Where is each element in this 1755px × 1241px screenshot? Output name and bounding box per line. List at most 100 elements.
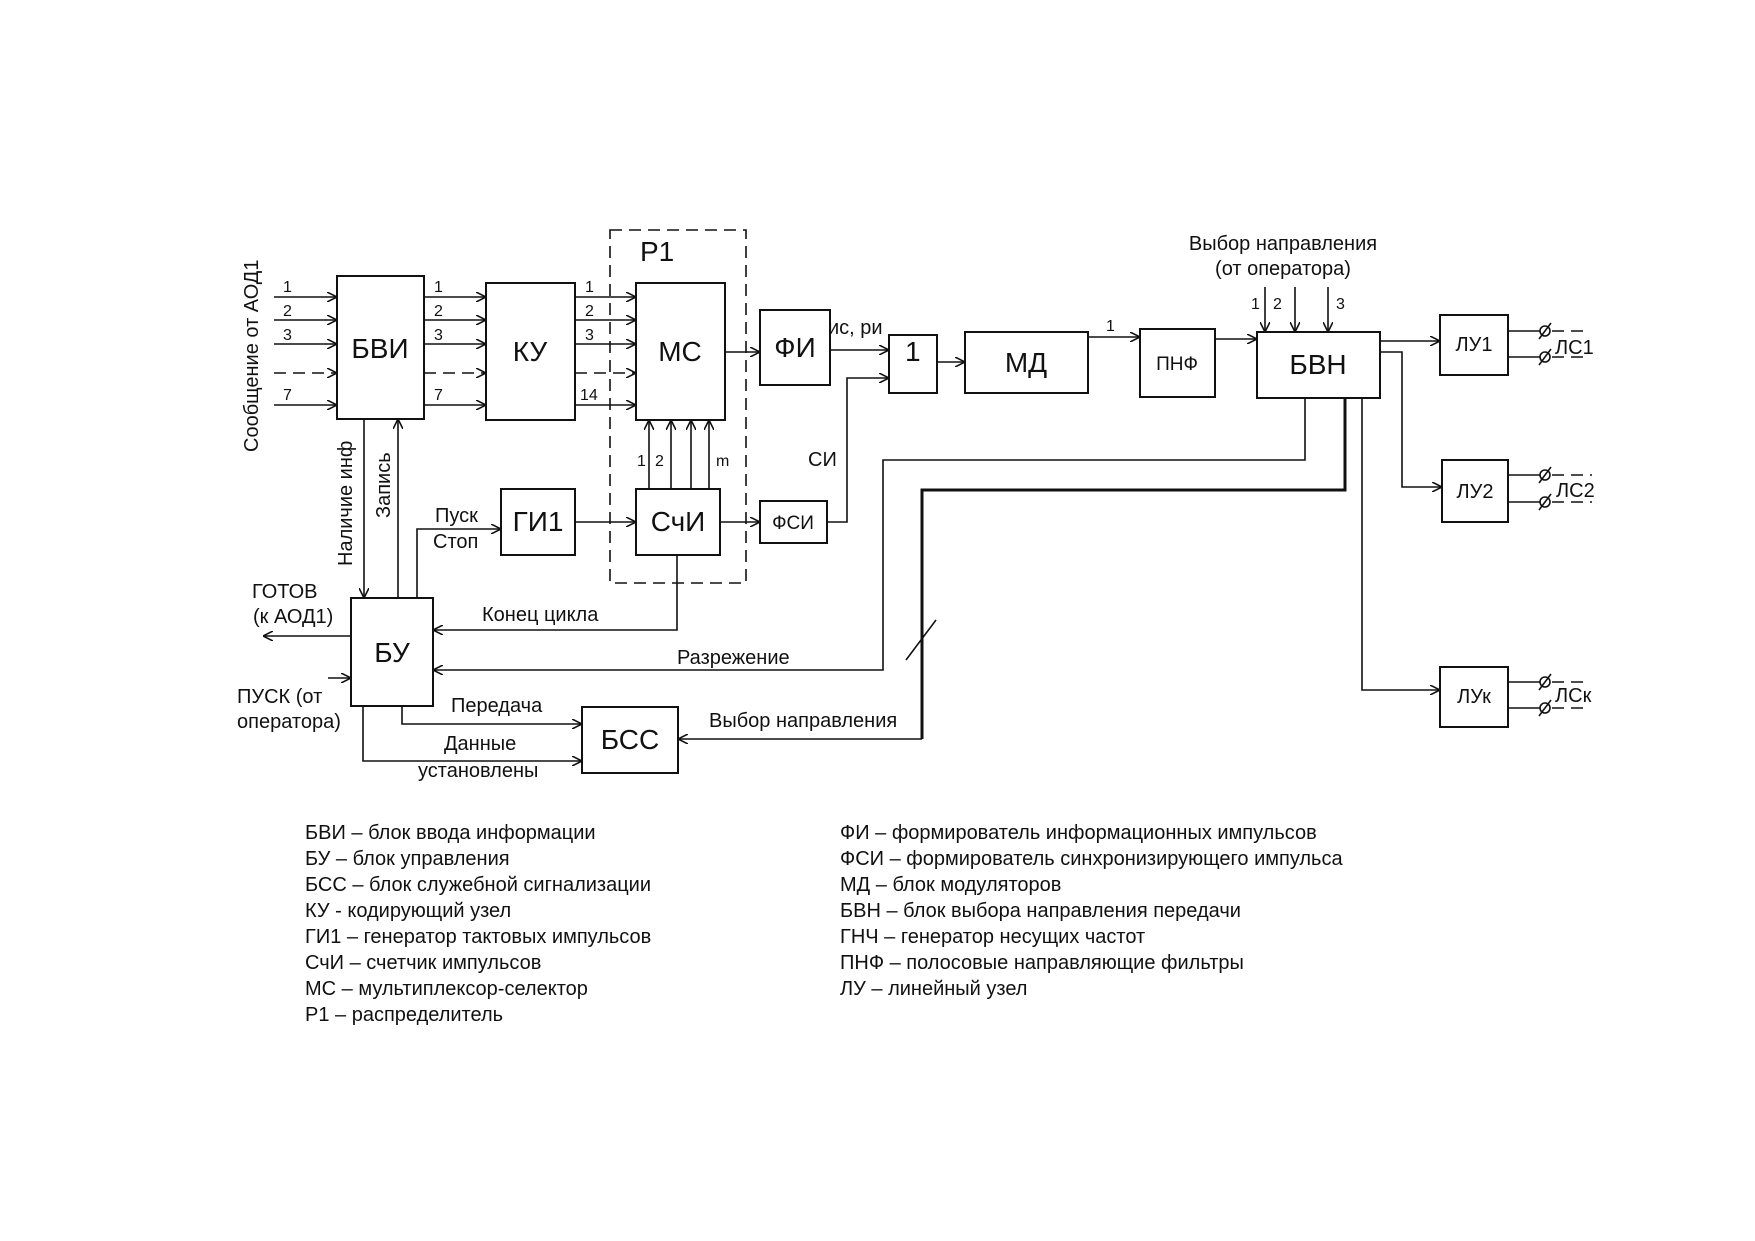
lu1-terminal-a <box>1539 325 1551 337</box>
lu1-terminal-b <box>1539 351 1551 363</box>
pusk-op-label-2: оператора) <box>237 711 341 733</box>
dannye-line <box>362 706 582 761</box>
block-fi: ФИ <box>759 309 831 386</box>
block-schi-label: СчИ <box>651 506 706 537</box>
vybor-top-line1: Выбор направления <box>1189 233 1377 255</box>
legend-item: КУ - кодирующий узел <box>305 900 512 922</box>
legend-item: СчИ – счетчик импульсов <box>305 952 542 974</box>
block-lu2: ЛУ2 <box>1441 459 1509 523</box>
vybor-bss-label: Выбор направления <box>709 710 897 732</box>
ls2-label: ЛС2 <box>1556 480 1595 502</box>
peredacha-label: Передача <box>451 695 543 717</box>
block-or-label: 1 <box>905 336 921 367</box>
pusk-op-label-1: ПУСК (от <box>237 686 322 708</box>
r1-label: Р1 <box>640 236 674 267</box>
is-ri-label: ис, ри <box>828 317 883 339</box>
lu2-terminal-a <box>1539 469 1551 481</box>
num-v3: 3 <box>1336 296 1345 313</box>
legend-right: ФИ – формирователь информационных импуль… <box>840 820 1343 1002</box>
block-pnf: ПНФ <box>1139 328 1216 398</box>
num-o7: 7 <box>434 387 443 404</box>
r1-boundary <box>609 229 747 584</box>
gotov-label-1: ГОТОВ <box>252 581 317 603</box>
gotov-label-2: (к АОД1) <box>253 606 333 628</box>
block-lu1-label: ЛУ1 <box>1456 334 1493 356</box>
legend-item: ФИ – формирователь информационных импуль… <box>840 822 1317 844</box>
num-k2: 2 <box>585 303 594 320</box>
num-in2: 2 <box>283 303 292 320</box>
block-md: МД <box>964 331 1089 394</box>
legend-left: БВИ – блок ввода информации БУ – блок упр… <box>305 820 651 1028</box>
legend-item: БВИ – блок ввода информации <box>305 822 596 844</box>
vybor-bus <box>920 398 1347 739</box>
block-pnf-label: ПНФ <box>1156 354 1198 375</box>
block-bu-label: БУ <box>374 637 410 668</box>
num-md1: 1 <box>1106 318 1115 335</box>
block-bvn: БВН <box>1256 331 1381 399</box>
nalichie-label: Наличие инф <box>335 441 357 566</box>
block-schi: СчИ <box>635 488 721 556</box>
block-fsi-label: ФСИ <box>772 513 814 534</box>
bvn-luk-arrow <box>1361 398 1440 690</box>
legend-item: Р1 – распределитель <box>305 1004 504 1026</box>
si-label: СИ <box>808 449 837 471</box>
legend-item: ГНЧ – генератор несущих частот <box>840 926 1146 948</box>
num-in7: 7 <box>283 387 292 404</box>
legend-item: МД – блок модуляторов <box>840 874 1062 896</box>
legend-item: МС – мультиплексор-селектор <box>305 978 588 1000</box>
legend-item: БСС – блок служебной сигнализации <box>305 874 651 896</box>
konec-cikla-line <box>433 555 678 630</box>
ls1-label: ЛС1 <box>1555 337 1594 359</box>
bu-gi1-line <box>416 529 501 598</box>
num-c2: 2 <box>655 453 664 470</box>
block-luk-label: ЛУк <box>1457 686 1491 708</box>
block-gi1: ГИ1 <box>500 488 576 556</box>
num-k3: 3 <box>585 327 594 344</box>
lsk-label: ЛСк <box>1555 685 1592 707</box>
legend-item: ПНФ – полосовые направляющие фильтры <box>840 952 1244 974</box>
num-k1: 1 <box>585 279 594 296</box>
num-v2: 2 <box>1273 296 1282 313</box>
block-ms-label: МС <box>658 336 702 367</box>
legend-item: ГИ1 – генератор тактовых импульсов <box>305 926 652 948</box>
block-or: 1 <box>888 334 938 394</box>
dannye-label-2: установлены <box>418 760 538 782</box>
legend-item: ЛУ – линейный узел <box>840 978 1028 1000</box>
fsi-or-line <box>827 378 889 523</box>
zapis-label: Запись <box>373 452 395 518</box>
stop-label: Стоп <box>433 531 478 553</box>
block-lu1: ЛУ1 <box>1439 314 1509 376</box>
block-gi1-label: ГИ1 <box>513 506 564 537</box>
dannye-label-1: Данные <box>444 733 516 755</box>
bvn-lu2-arrow <box>1380 351 1442 487</box>
razr-label: Разрежение <box>677 647 790 669</box>
block-ku-label: КУ <box>513 336 548 367</box>
block-md-label: МД <box>1005 347 1047 378</box>
num-o2: 2 <box>434 303 443 320</box>
num-c1: 1 <box>637 453 646 470</box>
lu2-terminal-b <box>1539 496 1551 508</box>
legend-item: БУ – блок управления <box>305 848 510 870</box>
block-ku: КУ <box>485 282 576 421</box>
vybor-top-line2: (от оператора) <box>1215 258 1351 280</box>
peredacha-line <box>401 706 582 724</box>
source-label: Сообщение от АОД1 <box>241 260 263 452</box>
block-bu: БУ <box>350 597 434 707</box>
legend-item: БВН – блок выбора направления передачи <box>840 900 1241 922</box>
block-bvn-label: БВН <box>1289 349 1346 380</box>
block-bvi-label: БВИ <box>351 333 408 364</box>
num-cm: m <box>716 453 729 470</box>
block-bss: БСС <box>581 706 679 774</box>
num-v1: 1 <box>1251 296 1260 313</box>
block-fi-label: ФИ <box>774 332 815 363</box>
block-fsi: ФСИ <box>759 500 828 544</box>
block-luk: ЛУк <box>1439 666 1509 728</box>
block-bvi: БВИ <box>336 275 425 420</box>
luk-terminal-b <box>1539 702 1551 714</box>
luk-terminal-a <box>1539 676 1551 688</box>
block-bss-label: БСС <box>601 724 660 755</box>
bus-slash <box>905 619 937 661</box>
num-o3: 3 <box>434 327 443 344</box>
num-o1: 1 <box>434 279 443 296</box>
